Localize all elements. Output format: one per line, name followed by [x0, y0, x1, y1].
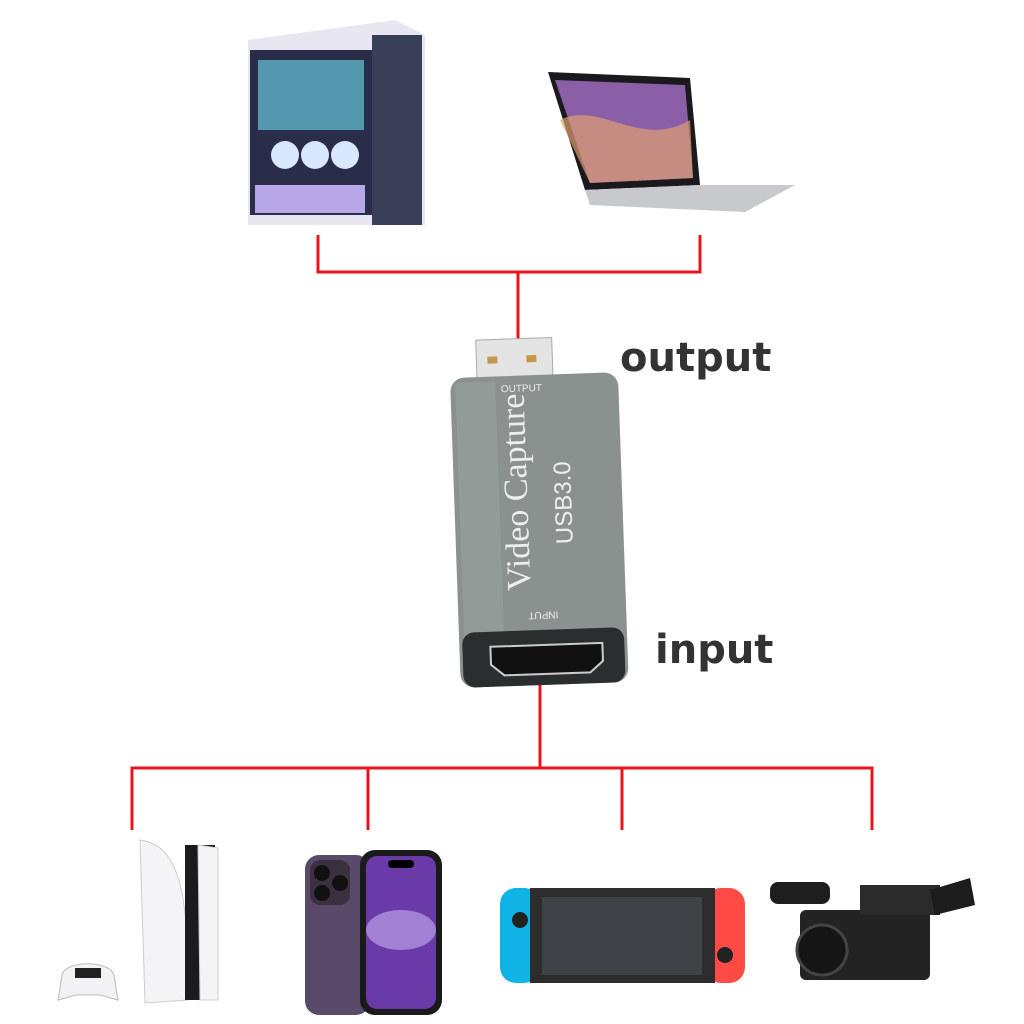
- input-bus: [130, 766, 874, 830]
- camcorder-image: [770, 878, 975, 980]
- handheld-console-image: [500, 888, 745, 983]
- port-output-label: OUTPUT: [501, 383, 542, 395]
- game-console-image: [57, 839, 219, 1004]
- smartphone-image: [305, 850, 442, 1015]
- port-input-label: INPUT: [528, 608, 558, 620]
- laptop-image: [548, 72, 795, 212]
- video-capture-dongle: OUTPUT INPUT Video Capture USB3.0: [450, 336, 629, 688]
- output-label: output: [620, 335, 772, 381]
- device-name: Video Capture: [495, 393, 539, 591]
- device-spec: USB3.0: [549, 461, 579, 545]
- output-line: [316, 235, 702, 274]
- input-label: input: [655, 627, 774, 673]
- connector-lines: [130, 235, 874, 830]
- desktop-pc-image: [248, 20, 425, 225]
